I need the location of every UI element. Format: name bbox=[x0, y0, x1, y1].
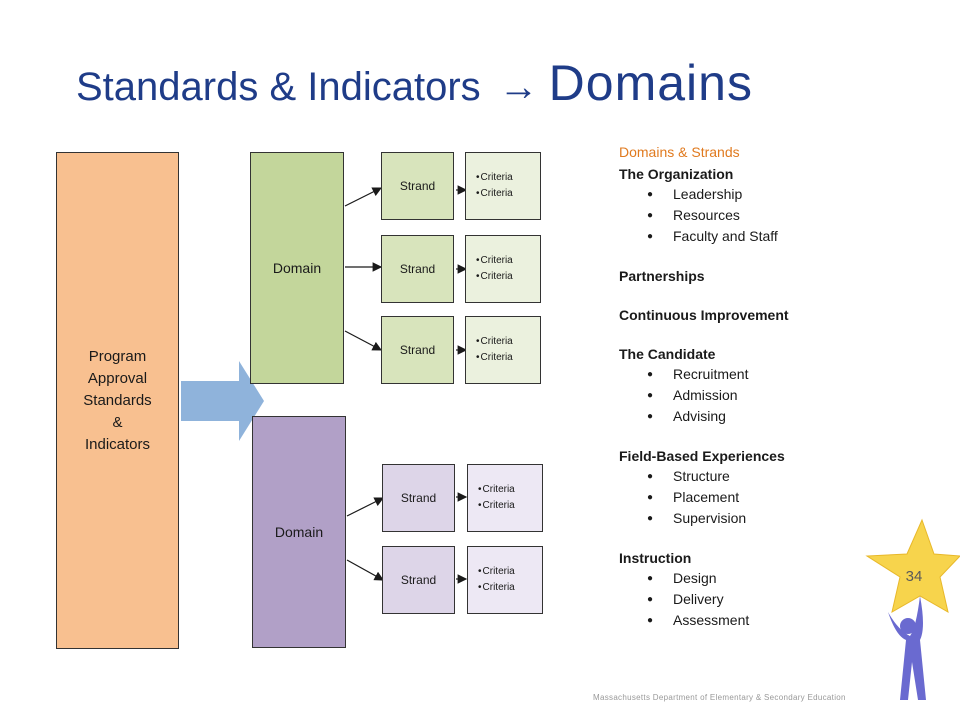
strand-box: Strand bbox=[381, 152, 454, 220]
list-item: Admission bbox=[619, 385, 789, 406]
criteria-box: Criteria Criteria bbox=[465, 235, 541, 303]
group-title: Field-Based Experiences bbox=[619, 448, 785, 464]
program-line: Indicators bbox=[84, 435, 151, 453]
list-group: Instruction Design Delivery Assessment bbox=[619, 548, 789, 631]
list-item: Delivery bbox=[619, 589, 789, 610]
criteria-item: Criteria bbox=[476, 350, 513, 366]
list-item: Assessment bbox=[619, 610, 789, 631]
list-group: The Candidate Recruitment Admission Advi… bbox=[619, 344, 789, 427]
group-title: Partnerships bbox=[619, 268, 705, 284]
criteria-box: Criteria Criteria bbox=[465, 316, 541, 384]
criteria-box: Criteria Criteria bbox=[467, 546, 543, 614]
group-title: The Organization bbox=[619, 166, 734, 182]
criteria-box: Criteria Criteria bbox=[465, 152, 541, 220]
list-item: Resources bbox=[619, 205, 789, 226]
domain-box-purple: Domain bbox=[252, 416, 346, 648]
program-line: Program bbox=[88, 347, 147, 365]
criteria-item: Criteria bbox=[478, 564, 515, 580]
list-item: Structure bbox=[619, 466, 789, 487]
list-item: Advising bbox=[619, 406, 789, 427]
list-item: Faculty and Staff bbox=[619, 226, 789, 247]
list-item: Recruitment bbox=[619, 364, 789, 385]
criteria-item: Criteria bbox=[476, 269, 513, 285]
program-standards-box: Program Approval Standards & Indicators bbox=[56, 152, 179, 649]
star-figure-icon bbox=[865, 518, 960, 700]
strand-box: Strand bbox=[381, 316, 454, 384]
domains-strands-list: Domains & Strands The Organization Leade… bbox=[619, 144, 789, 631]
title-arrow: → bbox=[498, 65, 539, 109]
strand-box: Strand bbox=[382, 546, 455, 614]
connector-line bbox=[346, 497, 385, 517]
list-item: Supervision bbox=[619, 508, 789, 529]
group-title: Instruction bbox=[619, 550, 692, 566]
domain-box-green: Domain bbox=[250, 152, 344, 384]
title-part1: Standards & Indicators bbox=[76, 65, 481, 109]
group-title: Continuous Improvement bbox=[619, 307, 789, 323]
criteria-item: Criteria bbox=[476, 170, 513, 186]
criteria-item: Criteria bbox=[478, 498, 515, 514]
program-line: Standards bbox=[83, 391, 152, 409]
connector-line bbox=[344, 330, 383, 351]
list-heading: Domains & Strands bbox=[619, 144, 740, 160]
page-number: 34 bbox=[905, 568, 923, 585]
list-item: Placement bbox=[619, 487, 789, 508]
list-item: Design bbox=[619, 568, 789, 589]
criteria-item: Criteria bbox=[476, 334, 513, 350]
title-part2: Domains bbox=[548, 55, 753, 111]
criteria-item: Criteria bbox=[476, 186, 513, 202]
program-line: & bbox=[112, 413, 123, 431]
program-line: Approval bbox=[87, 369, 148, 387]
criteria-item: Criteria bbox=[476, 253, 513, 269]
criteria-box: Criteria Criteria bbox=[467, 464, 543, 532]
list-group: Field-Based Experiences Structure Placem… bbox=[619, 446, 789, 529]
criteria-item: Criteria bbox=[478, 482, 515, 498]
list-group: Continuous Improvement bbox=[619, 305, 789, 325]
group-title: The Candidate bbox=[619, 346, 716, 362]
page-title: Standards & Indicators →Domains bbox=[76, 58, 753, 108]
list-item: Leadership bbox=[619, 184, 789, 205]
connector-line bbox=[344, 187, 383, 207]
list-group: Partnerships bbox=[619, 266, 789, 286]
list-group: The Organization Leadership Resources Fa… bbox=[619, 164, 789, 247]
criteria-item: Criteria bbox=[478, 580, 515, 596]
strand-box: Strand bbox=[382, 464, 455, 532]
connector-line bbox=[346, 559, 385, 581]
strand-box: Strand bbox=[381, 235, 454, 303]
footer-text: Massachusetts Department of Elementary &… bbox=[593, 693, 846, 702]
